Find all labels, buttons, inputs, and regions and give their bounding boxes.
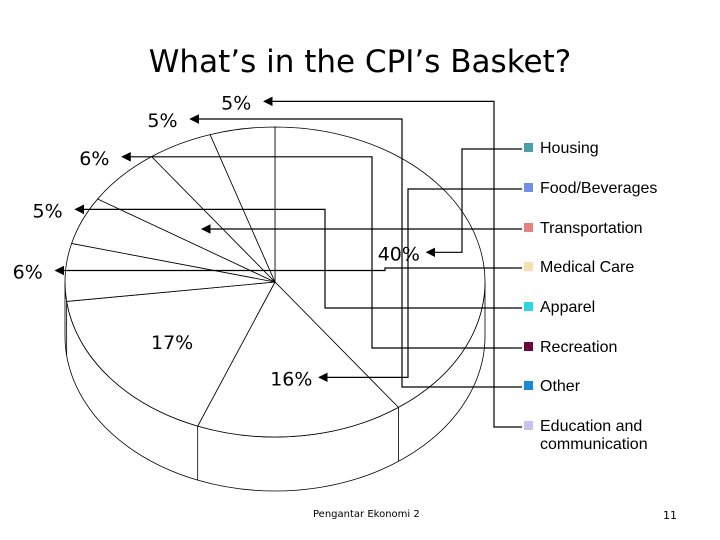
data-label: 40% (378, 243, 420, 265)
leader-line (318, 188, 522, 383)
legend-label: Food/Beverages (540, 180, 658, 197)
data-labels: 40% 16% 17% 6% 5% 6% 5% 5% (13, 92, 420, 390)
legend-swatch (524, 302, 533, 311)
legend-label: Apparel (540, 299, 596, 316)
legend-swatch (524, 183, 533, 192)
data-label: 5% (221, 92, 251, 114)
legend-item: Other (524, 378, 580, 396)
legend-item: Housing (524, 140, 599, 158)
leader-line (189, 114, 522, 388)
legend-label: Transportation (540, 220, 643, 237)
page-number: 11 (663, 509, 677, 522)
leader-lines (54, 96, 522, 428)
legend-item: Apparel (524, 299, 595, 317)
legend-item: Recreation (524, 339, 617, 357)
legend-label: Housing (540, 140, 599, 157)
legend-label: Recreation (540, 339, 618, 356)
data-label: 17% (151, 332, 193, 354)
legend-swatch (524, 381, 533, 390)
leader-line (263, 96, 522, 428)
footer-text: Pengantar Ekonomi 2 (313, 509, 420, 520)
legend-swatch (524, 262, 533, 271)
chart-title: What’s in the CPI’s Basket? (148, 44, 572, 80)
leader-line (54, 265, 522, 276)
data-label: 5% (147, 110, 177, 132)
legend-label: Other (540, 378, 581, 395)
pie-slices (64, 126, 486, 438)
legend-item: Medical Care (524, 259, 634, 277)
pie-slice-8 (209, 126, 276, 283)
pie-slice-2 (197, 281, 400, 438)
data-label: 16% (270, 368, 312, 390)
legend-label: Education and communication (540, 418, 648, 453)
leader-line (425, 148, 522, 258)
legend-swatch (524, 421, 533, 430)
legend-item: Food/Beverages (524, 180, 657, 198)
legend-swatch (524, 342, 533, 351)
legend-item: Transportation (524, 220, 643, 238)
pie-slice-3 (66, 281, 276, 427)
legend-label: Medical Care (540, 259, 635, 276)
leader-line (74, 204, 522, 309)
leader-line (121, 151, 522, 349)
data-label: 6% (79, 148, 109, 170)
legend-swatch (524, 143, 533, 152)
pie-slice-1 (274, 126, 486, 408)
legend-swatch (524, 223, 533, 232)
data-label: 6% (13, 262, 43, 284)
data-label: 5% (33, 200, 63, 222)
legend-item: Education and communication (524, 418, 648, 454)
